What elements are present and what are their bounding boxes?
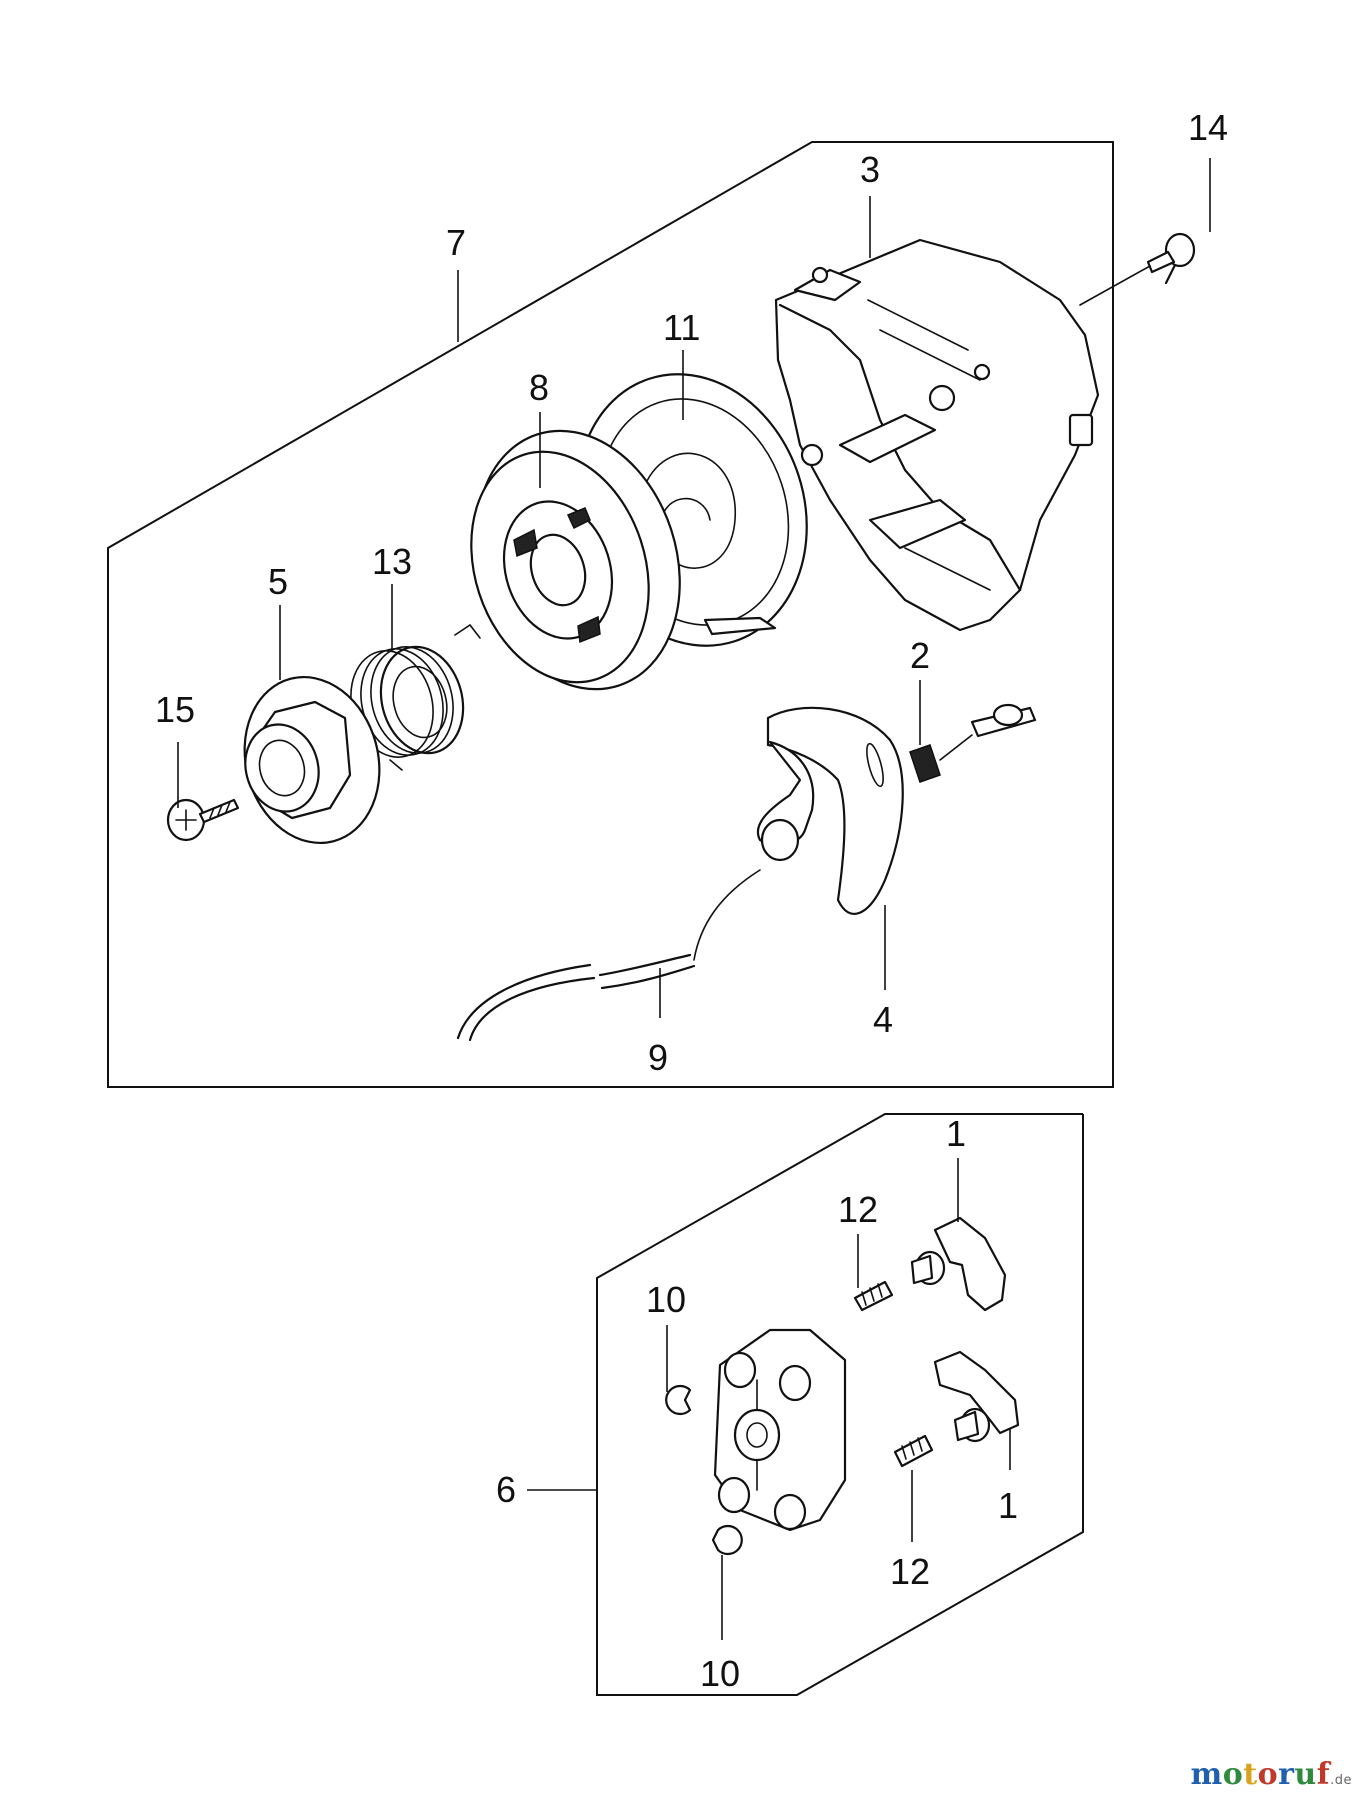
lower-assembly-frame (596, 1113, 1084, 1696)
callout-9: 9 (648, 1037, 668, 1078)
callout-12a: 12 (838, 1189, 878, 1230)
watermark-logo: motoruf.de (1190, 1757, 1352, 1792)
callout-6: 6 (496, 1469, 516, 1510)
watermark-letter: o (1257, 1757, 1279, 1792)
callout-1b: 1 (998, 1485, 1018, 1526)
callout-12b: 12 (890, 1551, 930, 1592)
watermark-letter: m (1190, 1757, 1223, 1792)
watermark-letter: o (1222, 1757, 1244, 1792)
screw-15 (166, 798, 240, 842)
watermark-letter: r (1278, 1757, 1295, 1792)
pawl-holder (243, 675, 381, 845)
callout-7: 7 (446, 222, 466, 263)
pawl-upper (910, 1216, 1007, 1312)
pawl-plate (713, 1328, 847, 1532)
callout-10a: 10 (646, 1279, 686, 1320)
callout-1a: 1 (946, 1113, 966, 1154)
starter-case (774, 238, 1100, 632)
rope-guide (909, 703, 1037, 783)
callout-13: 13 (372, 541, 412, 582)
rope-pulley (470, 429, 681, 691)
upper-assembly-frame (107, 141, 1114, 1088)
screw-14 (1079, 232, 1196, 306)
callout-15: 15 (155, 689, 195, 730)
coil-spring (350, 623, 481, 771)
watermark-suffix: .de (1330, 1773, 1352, 1788)
callout-3: 3 (860, 149, 880, 190)
e-clip-upper (665, 1384, 692, 1416)
pawl-spring-upper (853, 1280, 894, 1312)
starter-handle (756, 706, 904, 915)
watermark-letter: t (1243, 1757, 1258, 1792)
callout-2: 2 (910, 635, 930, 676)
pawl-lower (933, 1350, 1020, 1443)
callout-10b: 10 (700, 1653, 740, 1694)
callout-11: 11 (663, 307, 700, 348)
callout-4: 4 (873, 999, 893, 1040)
callout-5: 5 (268, 561, 288, 602)
watermark-letter: f (1316, 1757, 1331, 1792)
e-clip-lower (711, 1524, 743, 1556)
pawl-spring-lower (893, 1434, 934, 1468)
callout-14: 14 (1188, 107, 1228, 148)
starter-rope (456, 869, 761, 1042)
watermark-letter: u (1294, 1757, 1317, 1792)
callout-8: 8 (529, 367, 549, 408)
